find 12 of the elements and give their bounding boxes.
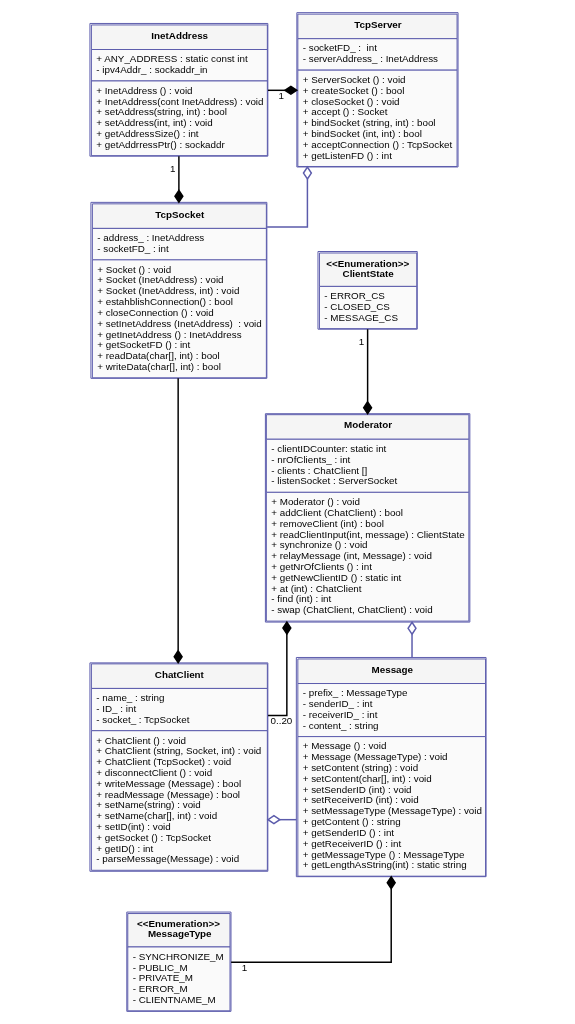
- connector: [406, 621, 417, 659]
- edge-label: 1: [278, 90, 284, 101]
- connector: [172, 377, 183, 664]
- edge-label: 1: [358, 336, 364, 348]
- connector: [266, 620, 292, 717]
- connector: [229, 875, 396, 963]
- connector: [173, 155, 184, 204]
- connector: [265, 165, 312, 228]
- edge-label: 1: [241, 961, 247, 973]
- connector: [362, 328, 372, 415]
- edge-label: 1: [169, 163, 175, 175]
- edge-label: 0..20: [270, 715, 292, 727]
